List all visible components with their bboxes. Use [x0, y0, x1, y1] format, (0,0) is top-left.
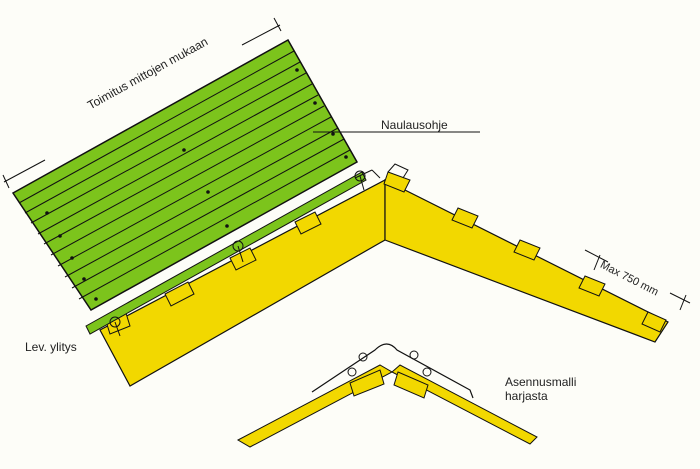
- green-roof-sheet: [11, 38, 359, 311]
- ridge-label-line2: harjasta: [505, 389, 548, 403]
- right-roof-slope: [384, 179, 669, 343]
- screws: [109, 170, 366, 337]
- ridge-detail: [236, 343, 538, 448]
- overlap-label: Lev. ylitys: [25, 340, 77, 354]
- battens: [104, 171, 667, 335]
- dimension-lines: [2, 17, 691, 311]
- nailing-label: Naulausohje: [381, 118, 448, 132]
- ridge-label-line1: Asennusmalli: [505, 375, 577, 389]
- sheet-edge-strip: [85, 171, 367, 335]
